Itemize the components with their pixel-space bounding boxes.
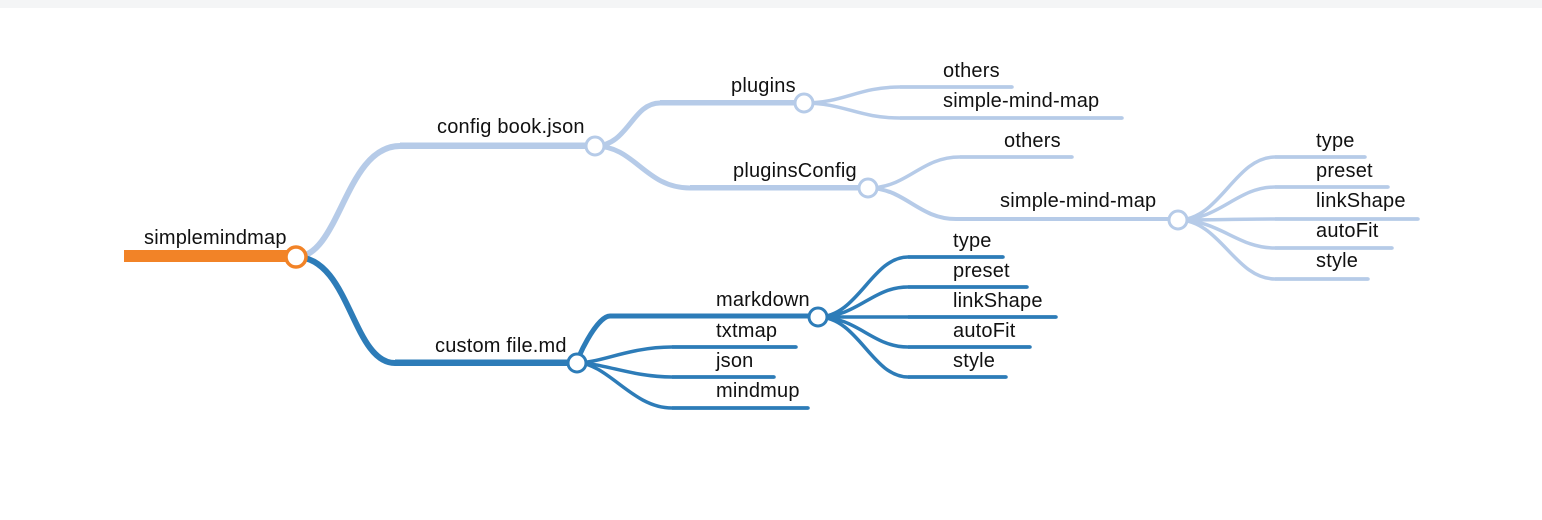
root-node[interactable] xyxy=(124,245,308,269)
link-root-to-config xyxy=(293,143,598,260)
top-strip xyxy=(0,0,1542,8)
link-config-to-pluginsconfig xyxy=(592,143,871,191)
branch-custom-file-md[interactable] xyxy=(293,254,1058,410)
node-circle-plugins[interactable] xyxy=(793,92,815,114)
link-markdown-to-style xyxy=(816,315,1008,379)
link-plugins-to-smm xyxy=(802,101,1124,120)
node-circle-custom-file-md[interactable] xyxy=(566,352,588,374)
node-label-pluginsconfig-others[interactable]: others xyxy=(1004,130,1061,152)
node-label-md-style[interactable]: style xyxy=(953,350,996,372)
node-label-json[interactable]: json xyxy=(716,350,754,372)
node-label-smm-preset[interactable]: preset xyxy=(1316,160,1373,182)
node-label-smm-autofit[interactable]: autoFit xyxy=(1316,220,1379,242)
node-circle-simple-mind-map[interactable] xyxy=(1167,209,1189,231)
link-config-to-plugins xyxy=(592,100,807,149)
node-circle-root[interactable] xyxy=(284,245,308,269)
node-circle-config-book-json[interactable] xyxy=(584,135,606,157)
node-label-txtmap[interactable]: txtmap xyxy=(716,320,778,342)
node-label-md-preset[interactable]: preset xyxy=(953,260,1010,282)
node-label-smm-linkshape[interactable]: linkShape xyxy=(1316,190,1406,212)
node-label-smm-style[interactable]: style xyxy=(1316,250,1359,272)
node-label-root[interactable]: simplemindmap xyxy=(144,227,287,249)
link-pluginsconfig-to-others xyxy=(866,155,1074,190)
link-pluginsconfig-to-smm xyxy=(866,186,1180,221)
link-smm-to-style xyxy=(1176,218,1370,281)
branch-config-book-json[interactable] xyxy=(293,85,1420,281)
node-label-plugins-others[interactable]: others xyxy=(943,60,1000,82)
link-custom-to-mindmup xyxy=(575,361,810,410)
node-circle-markdown[interactable] xyxy=(807,306,829,328)
node-label-pluginsconfig[interactable]: pluginsConfig xyxy=(733,160,857,182)
node-label-smm-type[interactable]: type xyxy=(1316,130,1355,152)
node-label-plugins-simple-mind-map[interactable]: simple-mind-map xyxy=(943,90,1100,112)
node-label-config-book-json[interactable]: config book.json xyxy=(437,116,585,138)
node-label-markdown[interactable]: markdown xyxy=(716,289,810,311)
node-label-md-autofit[interactable]: autoFit xyxy=(953,320,1016,342)
node-label-plugins[interactable]: plugins xyxy=(731,75,796,97)
node-label-custom-file-md[interactable]: custom file.md xyxy=(435,335,567,357)
node-label-md-linkshape[interactable]: linkShape xyxy=(953,290,1043,312)
link-root-to-custom xyxy=(293,254,580,366)
node-label-pluginsconfig-simple-mind-map[interactable]: simple-mind-map xyxy=(1000,190,1157,212)
link-custom-to-txtmap xyxy=(575,345,798,365)
node-circle-pluginsconfig[interactable] xyxy=(857,177,879,199)
node-label-md-type[interactable]: type xyxy=(953,230,992,252)
node-label-mindmup[interactable]: mindmup xyxy=(716,380,800,402)
